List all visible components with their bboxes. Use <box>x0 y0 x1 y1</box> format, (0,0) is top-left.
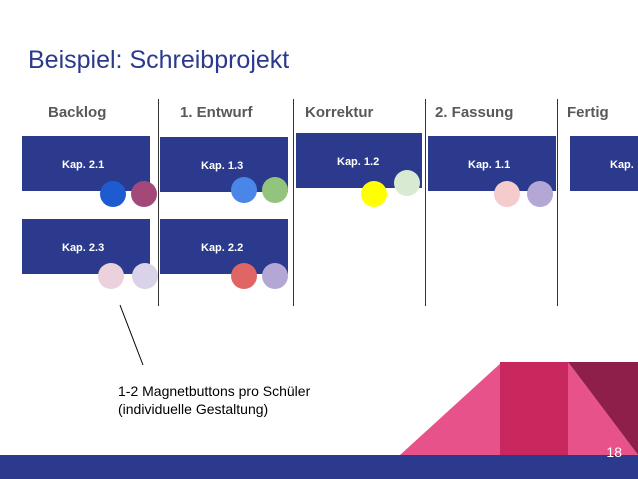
card-kap-1-2[interactable]: Kap. 1.2 <box>296 133 422 188</box>
deco-block-middle <box>500 362 570 455</box>
column-header-korrektur: Korrektur <box>305 104 374 121</box>
magnet-button[interactable] <box>98 263 124 289</box>
card-label: Kap. 1.2 <box>337 156 380 168</box>
magnet-button[interactable] <box>231 263 257 289</box>
magnet-button[interactable] <box>132 263 158 289</box>
column-header-fertig: Fertig <box>567 104 609 121</box>
magnet-button[interactable] <box>494 181 520 207</box>
card-label: Kap. <box>610 159 634 171</box>
annotation-text: 1-2 Magnetbuttons pro Schüler (individue… <box>118 382 310 418</box>
column-divider <box>158 99 159 306</box>
magnet-button[interactable] <box>131 181 157 207</box>
footer-bar <box>0 455 638 479</box>
card-label: Kap. 1.3 <box>201 160 244 172</box>
column-divider <box>557 99 558 306</box>
column-header-entwurf: 1. Entwurf <box>180 104 253 121</box>
magnet-button[interactable] <box>100 181 126 207</box>
annotation-pointer-line <box>119 304 144 366</box>
magnet-button[interactable] <box>361 181 387 207</box>
magnet-button[interactable] <box>394 170 420 196</box>
column-divider <box>425 99 426 306</box>
card-label: Kap. 2.2 <box>201 242 244 254</box>
card-kap-2-3[interactable]: Kap. 2.3 <box>22 219 150 274</box>
card-label: Kap. 2.3 <box>62 242 105 254</box>
magnet-button[interactable] <box>262 177 288 203</box>
annotation-line-1: 1-2 Magnetbuttons pro Schüler <box>118 383 311 399</box>
card-label: Kap. 2.1 <box>62 159 105 171</box>
slide-title: Beispiel: Schreibprojekt <box>28 46 290 74</box>
magnet-button[interactable] <box>231 177 257 203</box>
page-number: 18 <box>606 444 622 460</box>
card-kap-fertig[interactable]: Kap. <box>570 136 638 191</box>
card-kap-2-1[interactable]: Kap. 2.1 <box>22 136 150 191</box>
card-label: Kap. 1.1 <box>468 159 511 171</box>
column-divider <box>293 99 294 306</box>
annotation-line-2: (individuelle Gestaltung) <box>118 401 269 417</box>
magnet-button[interactable] <box>262 263 288 289</box>
deco-triangle-left <box>400 362 502 455</box>
magnet-button[interactable] <box>527 181 553 207</box>
column-header-backlog: Backlog <box>48 104 107 121</box>
deco-triangle-bottom <box>568 362 638 455</box>
column-header-fassung: 2. Fassung <box>435 104 514 121</box>
